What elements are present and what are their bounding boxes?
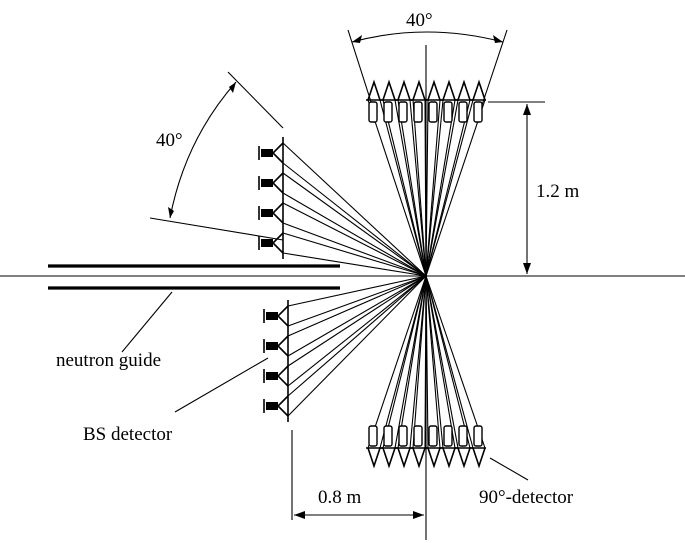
detector-tube — [443, 101, 453, 123]
ray-line — [287, 275, 427, 387]
detector-tube — [383, 101, 393, 123]
detector-tube — [398, 101, 408, 123]
ray-line — [425, 275, 459, 449]
ray-line — [282, 172, 427, 277]
top-angle-indicator — [347, 29, 508, 106]
bottom-90-detector-bank — [366, 275, 486, 469]
ray-line — [425, 99, 486, 277]
ray-line — [282, 192, 427, 277]
detector-90-label: 90°-detector — [479, 487, 574, 508]
ray-line — [425, 99, 459, 277]
ray-line — [287, 275, 427, 307]
neutron-guide-label: neutron guide — [56, 350, 161, 371]
neutron-guide — [48, 264, 340, 290]
bs-detector-label: BS detector — [83, 424, 173, 445]
bs-collimator — [276, 305, 289, 327]
bs-detector-head — [266, 372, 278, 380]
ray-line — [412, 275, 427, 449]
bs-detector-head — [266, 402, 278, 410]
ray-line — [287, 275, 427, 397]
detector-90-leader — [489, 457, 529, 481]
bs-detector-head — [266, 312, 278, 320]
ray-line — [282, 222, 427, 277]
ray-line — [412, 99, 427, 277]
ray-line — [282, 142, 427, 277]
ray-line — [397, 275, 427, 449]
bs-collimator — [271, 172, 284, 194]
ray-line — [425, 275, 474, 449]
ray-line — [425, 275, 444, 449]
left-angle-indicator — [149, 71, 284, 241]
detector-tube — [398, 425, 408, 447]
detector-tube — [473, 425, 483, 447]
bs-collimator — [276, 395, 289, 417]
bs-detector-lower — [263, 275, 427, 422]
bs-detector-upper — [258, 137, 427, 277]
bs-detector-head — [261, 239, 273, 247]
neutron-guide-leader — [121, 291, 173, 353]
ray-line — [425, 99, 429, 277]
bs-collimator — [271, 202, 284, 224]
angle-left-label: 40° — [156, 130, 183, 151]
bs-collimator — [271, 232, 284, 254]
ray-line — [425, 99, 444, 277]
ray-line — [382, 275, 427, 449]
ray-line — [282, 162, 427, 277]
top-90-detector-bank — [366, 79, 486, 277]
detector-tube — [368, 425, 378, 447]
ray-line — [367, 99, 427, 277]
ray-line — [282, 252, 427, 277]
ray-line — [425, 275, 486, 449]
detector-tube — [473, 101, 483, 123]
ray-line — [282, 202, 427, 277]
detector-tube — [413, 101, 423, 123]
vertical-dimension-1-2m — [488, 101, 545, 274]
detector-tube — [368, 101, 378, 123]
detector-tube — [428, 101, 438, 123]
detector-tube — [428, 425, 438, 447]
bs-detector-leader — [174, 357, 269, 413]
bs-detector-head — [261, 149, 273, 157]
bs-detector-head — [266, 342, 278, 350]
detector-tube — [458, 101, 468, 123]
ray-line — [425, 275, 429, 449]
ray-line — [367, 275, 427, 449]
ray-line — [382, 99, 427, 277]
bs-collimator — [276, 335, 289, 357]
distance-horizontal-label: 0.8 m — [318, 487, 362, 508]
ray-line — [287, 275, 427, 327]
ray-line — [282, 232, 427, 277]
ray-line — [397, 99, 427, 277]
ray-line — [425, 99, 474, 277]
horizontal-dimension-0-8m — [291, 430, 424, 520]
ray-line — [287, 275, 427, 367]
detector-tube — [413, 425, 423, 447]
bs-collimator — [276, 365, 289, 387]
distance-vertical-label: 1.2 m — [536, 181, 580, 202]
detector-tube — [458, 425, 468, 447]
ray-line — [287, 275, 427, 417]
detector-tube — [383, 425, 393, 447]
ray-line — [287, 275, 427, 357]
bs-detector-head — [261, 209, 273, 217]
detector-tube — [443, 425, 453, 447]
angle-top-label: 40° — [406, 10, 433, 31]
ray-line — [287, 275, 427, 337]
bs-detector-head — [261, 179, 273, 187]
bs-collimator — [271, 142, 284, 164]
